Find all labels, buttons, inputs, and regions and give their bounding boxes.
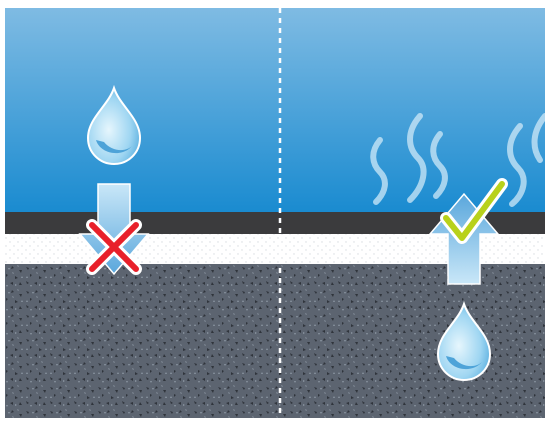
sky-layer [5, 8, 545, 212]
